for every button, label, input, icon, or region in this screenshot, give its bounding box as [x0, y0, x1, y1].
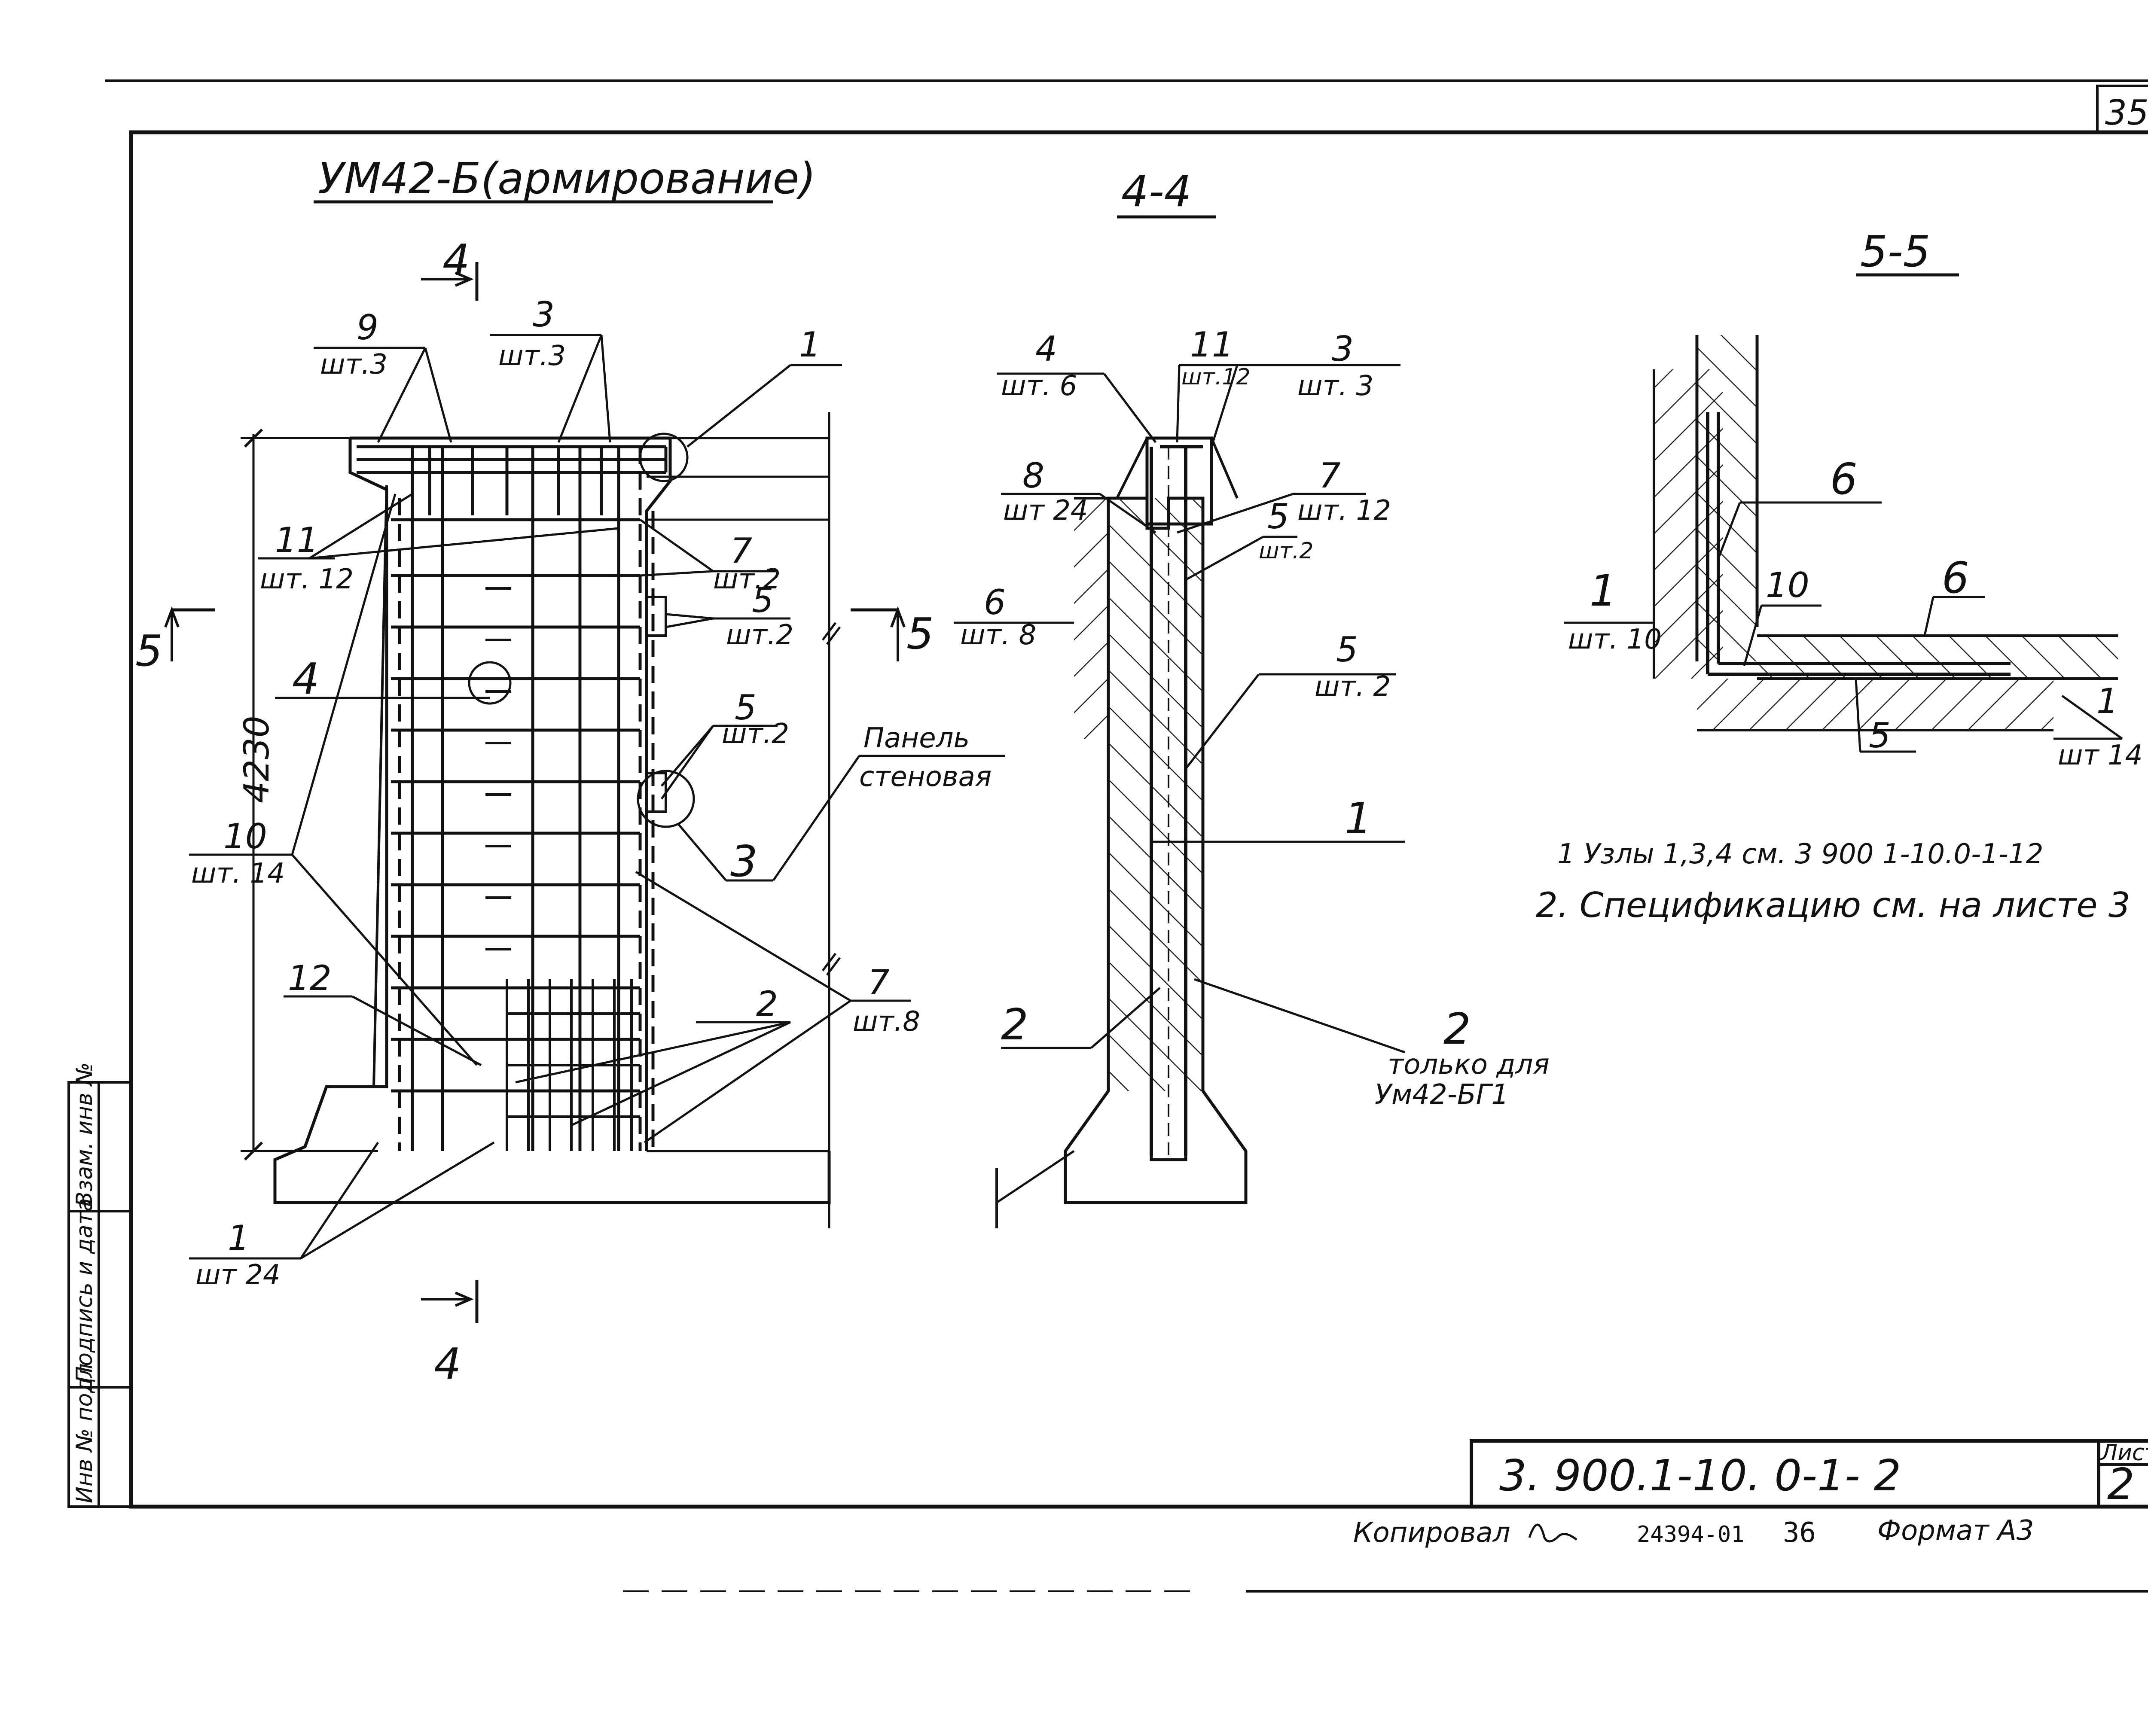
- callout-11-num: 11: [275, 520, 319, 560]
- document-code: 3. 900.1-10. 0-1- 2: [1499, 1450, 1901, 1501]
- dimension-height: 4230: [237, 716, 277, 803]
- footer-order: 24394-01: [1637, 1522, 1744, 1547]
- callout-5b-qty: шт.2: [722, 718, 789, 750]
- callout-11-qty: шт. 12: [260, 563, 354, 595]
- s55-callout-5-num: 5: [1869, 716, 1891, 755]
- callout-7-qty: шт.2: [713, 563, 781, 595]
- s44-callout-4-qty: шт. 6: [1001, 370, 1077, 402]
- s55-callout-6a-num: 6: [1830, 454, 1858, 504]
- s44-callout-6-qty: шт. 8: [960, 619, 1036, 651]
- cut-mark-4-bottom: 4: [434, 1339, 461, 1389]
- callout-5a-num: 5: [752, 580, 774, 620]
- s44-callout-11-qty: шт.12: [1181, 364, 1251, 390]
- callout-5a-qty: шт.2: [726, 619, 793, 651]
- callout-7b-num: 7: [868, 962, 890, 1002]
- note-1: 1 Узлы 1,3,4 см. 3 900 1-10.0-1-12: [1557, 838, 2043, 870]
- callout-7-num: 7: [730, 531, 752, 571]
- sheet-label: Лист: [2100, 1440, 2148, 1466]
- s55-callout-10-num: 10: [1766, 565, 1809, 605]
- main-view: [164, 262, 1005, 1323]
- footer-format: Формат А3: [1877, 1515, 2034, 1547]
- s44-note-1: только для: [1388, 1049, 1550, 1081]
- cut-mark-5-left: 5: [135, 626, 163, 676]
- s44-callout-1-num: 1: [1345, 793, 1372, 844]
- s44-callout-5a-qty: шт.2: [1259, 538, 1314, 564]
- s44-callout-8-num: 8: [1022, 456, 1044, 496]
- s44-callout-5a-num: 5: [1267, 496, 1289, 536]
- callout-12-num: 12: [288, 958, 332, 998]
- s44-callout-5b-num: 5: [1336, 630, 1358, 670]
- callout-3-qty: шт.3: [498, 340, 566, 372]
- footer-copied: Копировал: [1353, 1517, 1510, 1549]
- s55-callout-6b-num: 6: [1942, 553, 1969, 603]
- section-4-4-title: 4-4: [1121, 166, 1191, 216]
- note-2: 2. Спецификацию см. на листе 3: [1536, 885, 2130, 925]
- callout-9-num: 9: [357, 308, 378, 347]
- sheet-value: 2: [2107, 1459, 2135, 1509]
- s44-callout-2b-num: 2: [1443, 1004, 1471, 1054]
- copyist-signature: [1528, 1523, 1577, 1543]
- s44-callout-4-num: 4: [1035, 329, 1057, 369]
- s44-callout-7-num: 7: [1319, 456, 1341, 496]
- callout-1-bottom-qty: шт 24: [195, 1259, 281, 1291]
- stamp-inv-number: Инв № подл: [72, 1363, 98, 1503]
- callout-9-qty: шт.3: [320, 349, 387, 381]
- section-4-4-view: [954, 364, 1405, 1228]
- callout-10-qty: шт. 14: [191, 858, 285, 889]
- sheet-number: 35: [2105, 93, 2148, 133]
- cut-mark-5-right: 5: [906, 609, 934, 659]
- main-view-title: УМ42-Б(армирование): [318, 153, 816, 204]
- s55-callout-1a-num: 1: [1590, 566, 1617, 616]
- callout-3-num: 3: [533, 295, 555, 335]
- title-block: [1470, 1439, 2148, 1508]
- s44-callout-3-qty: шт. 3: [1297, 370, 1373, 402]
- callout-1-bottom-num: 1: [228, 1218, 250, 1258]
- stamp-signature-date: Подпись и дата: [72, 1198, 98, 1383]
- s44-callout-7-qty: шт. 12: [1297, 495, 1391, 527]
- callout-7b-qty: шт.8: [853, 1006, 920, 1038]
- sheet-frame: [105, 79, 2148, 1593]
- callout-5b-num: 5: [735, 688, 757, 728]
- callout-1-top-num: 1: [799, 325, 821, 365]
- s44-callout-11-num: 11: [1190, 325, 1234, 365]
- footer-num: 36: [1783, 1517, 1816, 1549]
- stamp-replacement-inv: Взам. инв №: [72, 1062, 98, 1207]
- side-stamp: [67, 1081, 132, 1508]
- s55-callout-1b-num: 1: [2096, 681, 2118, 721]
- main-view-labels: 4 4 5 5 4230 9 шт.3 3 шт.3 1 11 шт. 12 7…: [135, 235, 992, 1389]
- s44-callout-8-qty: шт 24: [1003, 495, 1088, 527]
- section-5-5-title: 5-5: [1860, 226, 1930, 277]
- s44-callout-6-num: 6: [984, 582, 1006, 622]
- s44-callout-5b-qty: шт. 2: [1315, 671, 1391, 703]
- section-5-5-labels: 6 1 шт. 10 10 6 5 1 шт 14: [1568, 454, 2143, 771]
- s44-callout-3-num: 3: [1332, 329, 1354, 369]
- s55-callout-1a-qty: шт. 10: [1568, 624, 1662, 655]
- panel-label-2: стеновая: [859, 761, 992, 793]
- callout-3-detail-num: 3: [730, 836, 758, 886]
- s55-callout-1b-qty: шт 14: [2058, 740, 2143, 771]
- panel-label-1: Панель: [863, 722, 970, 754]
- callout-4-num: 4: [292, 654, 320, 704]
- section-4-4-labels: 4 шт. 6 11 шт.12 3 шт. 3 8 шт 24 7 шт. 1…: [960, 325, 1550, 1111]
- s44-callout-2a-num: 2: [1001, 999, 1028, 1050]
- section-5-5-view: [1564, 335, 2123, 753]
- cut-mark-4-top: 4: [442, 235, 470, 285]
- callout-10-num: 10: [223, 816, 267, 856]
- s44-note-2: Ум42-БГ1: [1375, 1079, 1509, 1111]
- callout-2-num: 2: [756, 984, 778, 1024]
